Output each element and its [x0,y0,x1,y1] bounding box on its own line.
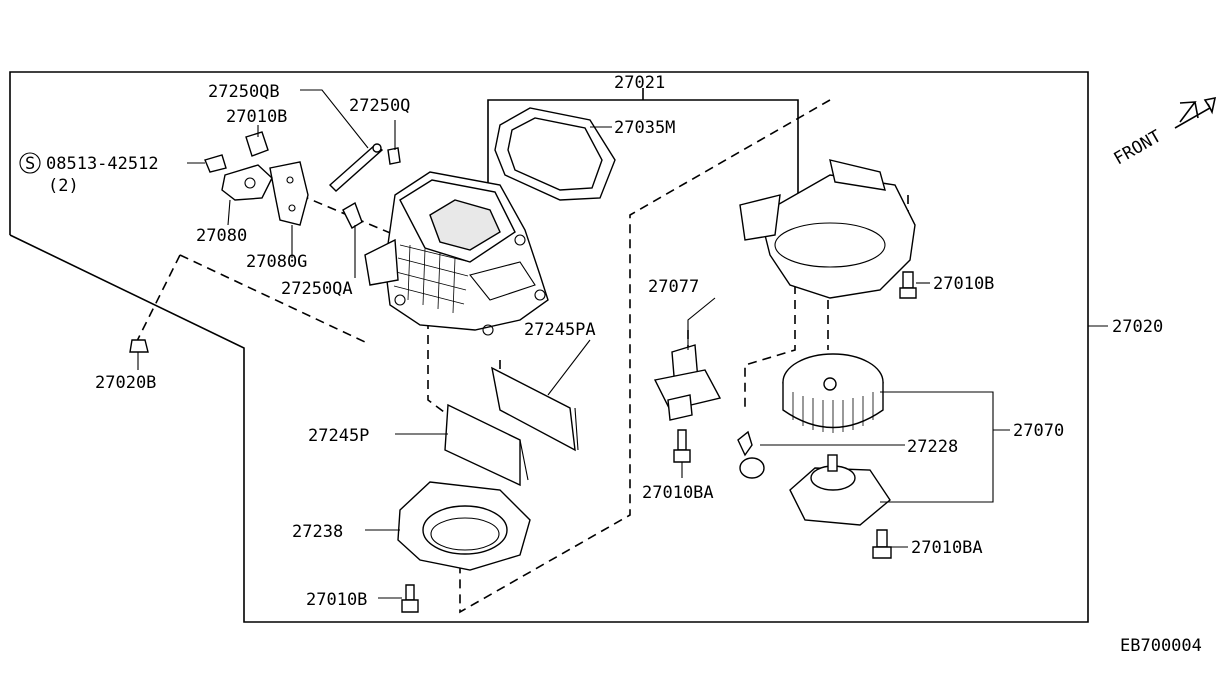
label-27080: 27080 [196,226,247,246]
screw-illustrations [129,271,917,613]
flap-illustrations [444,366,579,487]
label-27245P: 27245P [308,426,369,446]
blower-case-illustration [739,159,916,299]
label-27228: 27228 [907,437,958,457]
label-27238: 27238 [292,522,343,542]
label-27080G: 27080G [246,252,307,272]
leader-lines [137,89,1108,599]
link-lever-illustrations [204,131,401,229]
plate-27238-illustration [397,481,531,571]
label-27020B: 27020B [95,373,156,393]
label-27250Q: 27250Q [349,96,410,116]
front-label: FRONT [1111,126,1165,169]
motor-illustration [737,430,891,526]
bracket-27021 [487,88,799,195]
label-27010BA-right: 27010BA [911,538,983,558]
resistor-27077-illustration [653,344,722,421]
screw-spec-symbol: S [19,152,41,174]
diagram-code: EB700004 [1120,636,1202,656]
label-27010B-bottom: 27010B [306,590,367,610]
gasket-27035M-illustration [494,107,616,201]
front-direction-indicator: FRONT [1111,96,1217,169]
label-27250QB: 27250QB [208,82,280,102]
label-27021: 27021 [614,73,665,93]
assembly-boundary [9,71,1089,623]
label-27245PA: 27245PA [524,320,596,340]
label-08513-quantity: (2) [48,176,79,196]
label-08513-42512: 08513-42512 [46,154,159,174]
fan-illustration [782,353,884,433]
label-27035M: 27035M [614,118,675,138]
label-27010B-right: 27010B [933,274,994,294]
label-27020: 27020 [1112,317,1163,337]
label-27010B-top: 27010B [226,107,287,127]
label-27010BA-mid: 27010BA [642,483,714,503]
label-27250QA: 27250QA [281,279,353,299]
screw-symbol-letter: S [25,154,35,174]
label-27077: 27077 [648,277,699,297]
intake-housing-illustration [364,171,549,336]
callout-labels: 27250QB 27010B 08513-42512 (2) 27080 270… [46,73,1202,656]
label-27070: 27070 [1013,421,1064,441]
